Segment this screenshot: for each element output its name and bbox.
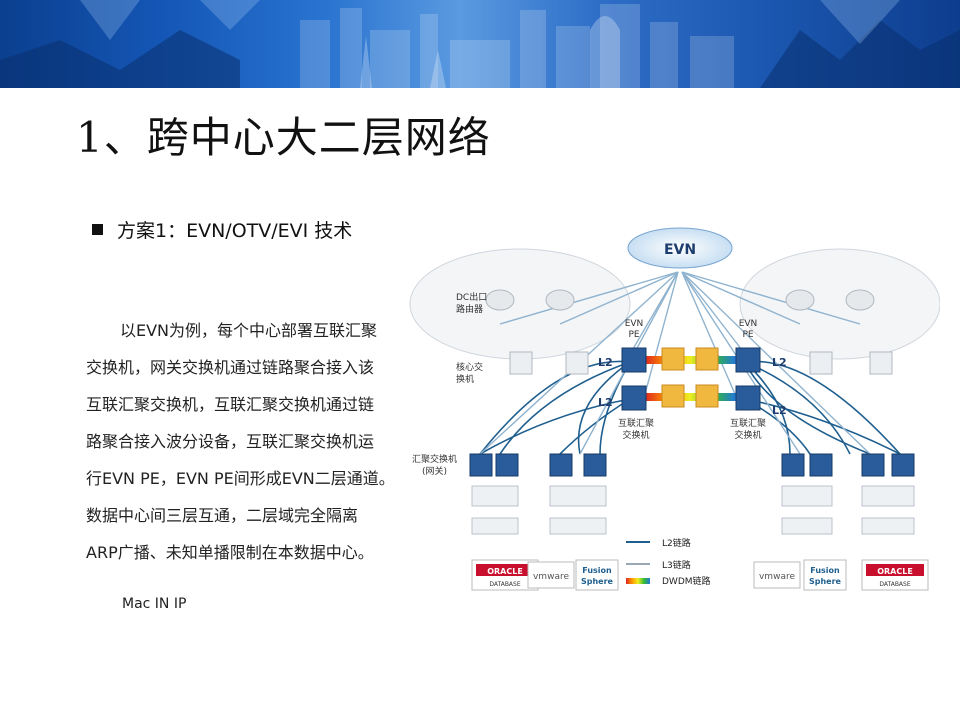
evn-pe-right-label: PE [742, 330, 753, 340]
legend-l3-label: L3链路 [662, 559, 691, 571]
core-switch-label: 核心交 [456, 361, 483, 373]
interconnect-left-label: 互联汇聚 [618, 418, 654, 429]
oracle-logo-left: ORACLE DATABASE [471, 559, 539, 591]
svg-text:Fusion: Fusion [582, 566, 612, 575]
dc-router-label: DC出口 [456, 291, 487, 303]
network-diagram: EVN DC出口 路由器 核心交 换机 EVN PE EVN PE 互联汇聚 交… [409, 227, 940, 591]
l2-label: L2 [598, 396, 613, 409]
right-cloud [739, 248, 940, 360]
fusionsphere-logo-left: Fusion Sphere [575, 559, 619, 591]
interconnect-right-label: 交换机 [734, 429, 761, 441]
access-layer [471, 485, 915, 535]
dc-router-label: 路由器 [456, 303, 483, 315]
fusionsphere-logo-right: Fusion Sphere [803, 559, 847, 591]
evn-pe-right-label: EVN [739, 319, 758, 329]
body-line: 交换机，网关交换机通过链路聚合接入该 [86, 358, 375, 377]
interconnect-left-label: 交换机 [622, 429, 649, 441]
svg-text:Fusion: Fusion [810, 566, 840, 575]
body-paragraph: 以EVN为例，每个中心部署互联汇聚 交换机，网关交换机通过链路聚合接入该 互联汇… [86, 312, 395, 571]
evn-pe-left-label: EVN [625, 319, 644, 329]
evn-label: EVN [664, 242, 696, 258]
vmware-logo-right: vmware [753, 561, 801, 589]
svg-text:Sphere: Sphere [809, 577, 842, 586]
square-bullet-icon [92, 224, 103, 235]
l2-label: L2 [598, 356, 613, 369]
body-line: 互联汇聚交换机，互联汇聚交换机通过链 [86, 395, 375, 414]
body-line: 路聚合接入波分设备，互联汇聚交换机运 [86, 432, 375, 451]
l2-label: L2 [772, 356, 787, 369]
interconnect-right-label: 互联汇聚 [730, 418, 766, 429]
city-skyline-graphic [0, 0, 960, 88]
slide-title: 1、跨中心大二层网络 [76, 113, 491, 162]
aggregation-switch-label: (网关) [422, 465, 447, 477]
legend: L2链路 L3链路 DWDM链路 [626, 537, 711, 587]
legend-dwdm-label: DWDM链路 [662, 575, 711, 587]
aggregation-switch-label: 汇聚交换机 [412, 453, 457, 465]
svg-text:ORACLE: ORACLE [877, 567, 913, 576]
bullet-text: 方案1：EVN/OTV/EVI 技术 [117, 220, 353, 242]
body-line: 行EVN PE，EVN PE间形成EVN二层通道。 [86, 469, 395, 488]
header-banner [0, 0, 960, 88]
body-line: 以EVN为例，每个中心部署互联汇聚 [120, 321, 378, 340]
svg-text:ORACLE: ORACLE [487, 567, 523, 576]
svg-text:DATABASE: DATABASE [489, 581, 520, 588]
footnote: Mac IN IP [122, 596, 187, 612]
l2-label: L2 [772, 404, 787, 417]
svg-text:vmware: vmware [759, 572, 795, 582]
l2-links [479, 360, 901, 455]
evn-pe-switch-icons [621, 347, 761, 411]
dwdm-links [644, 347, 736, 408]
body-line: ARP广播、未知单播限制在本数据中心。 [86, 543, 374, 562]
svg-text:DATABASE: DATABASE [879, 581, 910, 588]
aggregation-switch-icons [469, 453, 915, 477]
legend-dwdm-swatch [626, 578, 650, 584]
body-line: 数据中心间三层互通，二层域完全隔离 [86, 506, 359, 525]
bullet-heading: 方案1：EVN/OTV/EVI 技术 [92, 216, 352, 243]
core-switch-label: 换机 [456, 373, 474, 385]
core-switch-icons [509, 351, 893, 375]
evn-cloud [627, 227, 733, 269]
evn-pe-left-label: PE [628, 330, 639, 340]
legend-l2-label: L2链路 [662, 537, 691, 549]
vmware-logo-left: vmware [527, 561, 575, 589]
svg-text:vmware: vmware [533, 572, 569, 582]
svg-text:Sphere: Sphere [581, 577, 614, 586]
left-cloud [409, 248, 631, 360]
dc-router-icons [485, 289, 875, 311]
oracle-logo-right: ORACLE DATABASE [861, 559, 929, 591]
